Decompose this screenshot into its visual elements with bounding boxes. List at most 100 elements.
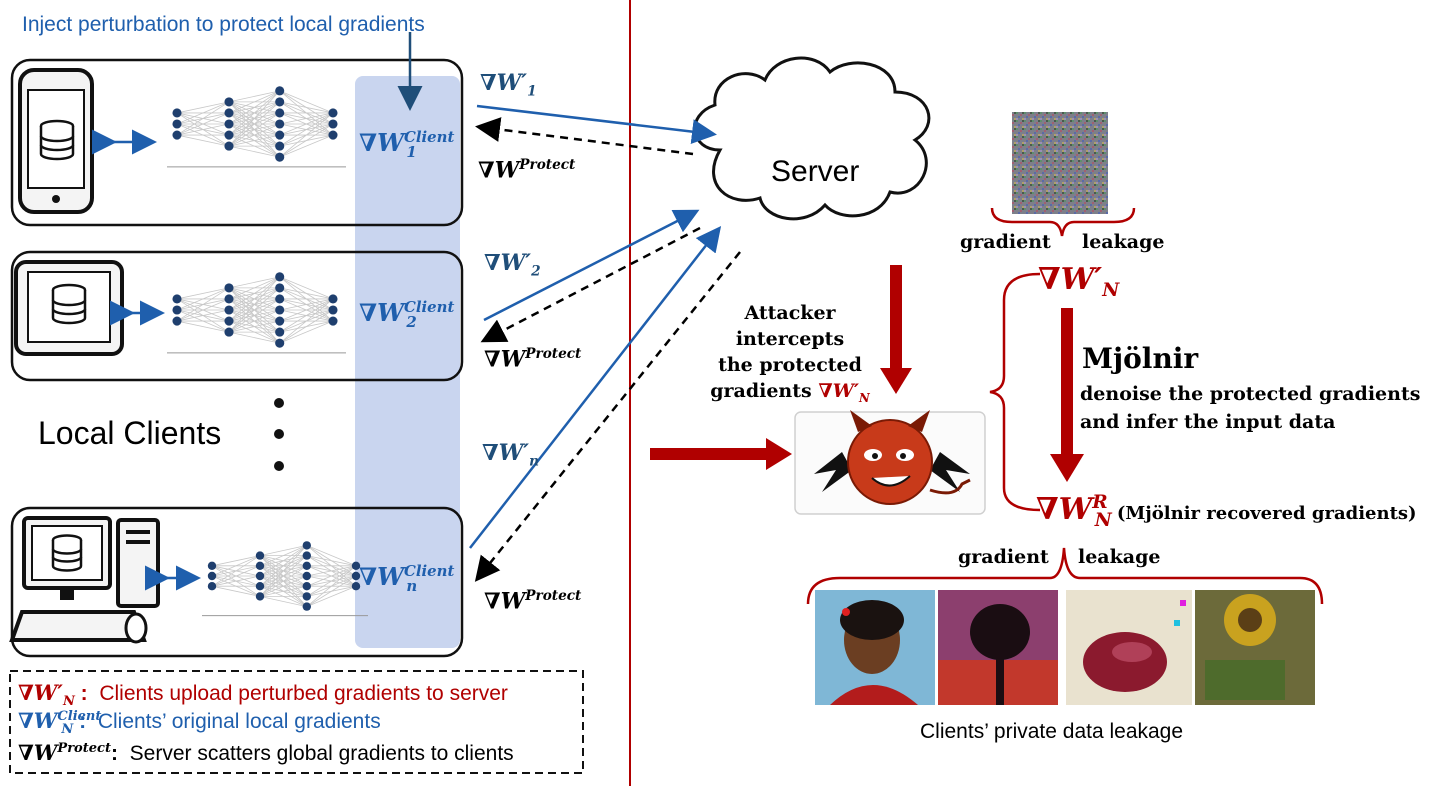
network-node (275, 130, 285, 140)
network-edge (259, 545, 308, 597)
network-edge (228, 287, 280, 333)
network-edge (279, 287, 334, 300)
network-edge (176, 101, 230, 114)
network-node (302, 551, 311, 560)
leaked-image-child (815, 590, 935, 705)
network-edge (228, 145, 280, 158)
network-node (275, 338, 285, 348)
network-edge (176, 101, 230, 125)
leaked-image-sunflower (1195, 590, 1315, 705)
legend-row-perturbed: ∇W′N : Clients upload perturbed gradient… (18, 680, 508, 710)
devil-icon (794, 410, 986, 515)
network-node (275, 97, 285, 107)
network-edge (306, 575, 357, 607)
network-edge (176, 101, 230, 136)
network-node (255, 551, 265, 560)
network-edge (176, 287, 230, 322)
network-node (302, 592, 311, 601)
attacker-text: Attacker intercepts the protected gradie… (710, 302, 870, 405)
top-note: Inject perturbation to protect local gra… (22, 13, 425, 36)
network-node (328, 108, 338, 118)
network-edge (279, 112, 334, 136)
network-edge (228, 320, 280, 333)
network-node (328, 316, 338, 326)
bottom-leak-gradient: gradient (958, 546, 1049, 568)
network-node (275, 141, 285, 151)
network-edge (211, 565, 261, 587)
network-node (255, 592, 265, 601)
network-node (275, 294, 285, 304)
network-edge (176, 287, 230, 300)
network-node (224, 141, 234, 151)
protect-arrow-1 (475, 117, 694, 156)
network-edge (306, 565, 357, 597)
network-node (224, 283, 234, 293)
network-node (275, 119, 285, 129)
network-edge (228, 134, 280, 147)
network-node (328, 294, 338, 304)
network-edge (279, 298, 334, 344)
network-edge (228, 90, 280, 136)
leakage-caption: Clients’ private data leakage (920, 720, 1184, 743)
network-node (224, 108, 234, 118)
network-edge (228, 112, 280, 147)
network-edge (176, 123, 230, 136)
network-node (275, 316, 285, 326)
network-node (328, 305, 338, 315)
mjolnir-desc-1: denoise the protected gradients (1080, 383, 1421, 405)
network-edge (211, 555, 261, 587)
network-edge (279, 112, 334, 158)
network-edge (228, 298, 280, 333)
protect-arrow-n (474, 251, 741, 582)
network-edge (176, 112, 230, 136)
network-edge (259, 585, 307, 597)
leaked-image-apple (1066, 590, 1192, 705)
network-edge (259, 545, 308, 577)
network-edge (176, 287, 230, 311)
network-edge (306, 545, 357, 567)
network-node (172, 119, 182, 129)
network-node (275, 305, 285, 315)
network-edge (228, 90, 280, 147)
network-node (172, 294, 182, 304)
legend-row-client: ∇WClientN : Clients’ original local grad… (18, 708, 381, 738)
network-edge (211, 555, 261, 567)
ellipsis-dot (274, 429, 284, 439)
client-gradient-1: ∇WClient1 (359, 128, 455, 161)
legend-box (9, 670, 584, 774)
network-edge (306, 565, 357, 607)
database-icon (51, 283, 87, 325)
network-node (255, 571, 265, 581)
bottom-leak-leakage: leakage (1078, 546, 1161, 568)
ellipsis-dot (274, 398, 284, 408)
network-edge (176, 134, 230, 147)
network-edge (306, 555, 357, 567)
network-edge (228, 276, 280, 289)
perturbed-gradient: ∇W′N (1038, 262, 1120, 301)
protect-label-1: ∇WProtect (478, 157, 576, 184)
network-node (275, 283, 285, 293)
network-node (302, 602, 311, 611)
network-node (275, 86, 285, 96)
client-box-n (10, 506, 464, 658)
network-edge (279, 320, 334, 344)
network-edge (259, 596, 307, 607)
network-node (302, 561, 311, 570)
network-edge (259, 555, 308, 597)
server-label: Server (771, 155, 860, 188)
network-edge (279, 298, 334, 333)
network-edge (228, 123, 280, 147)
protect-label-n: ∇WProtect (484, 588, 582, 615)
local-clients-label: Local Clients (38, 415, 222, 451)
network-edge (306, 585, 357, 607)
network-edge (228, 90, 280, 103)
upload-gradient-2: ∇W′2 (484, 250, 541, 280)
attack-flow-arrows (650, 265, 1084, 482)
network-edge (259, 545, 308, 587)
upload-arrow-n (469, 226, 722, 549)
mjolnir-title: Mjölnir (1082, 342, 1199, 375)
network-node (351, 561, 361, 570)
network-edge (228, 90, 280, 114)
network-edge (228, 276, 280, 300)
